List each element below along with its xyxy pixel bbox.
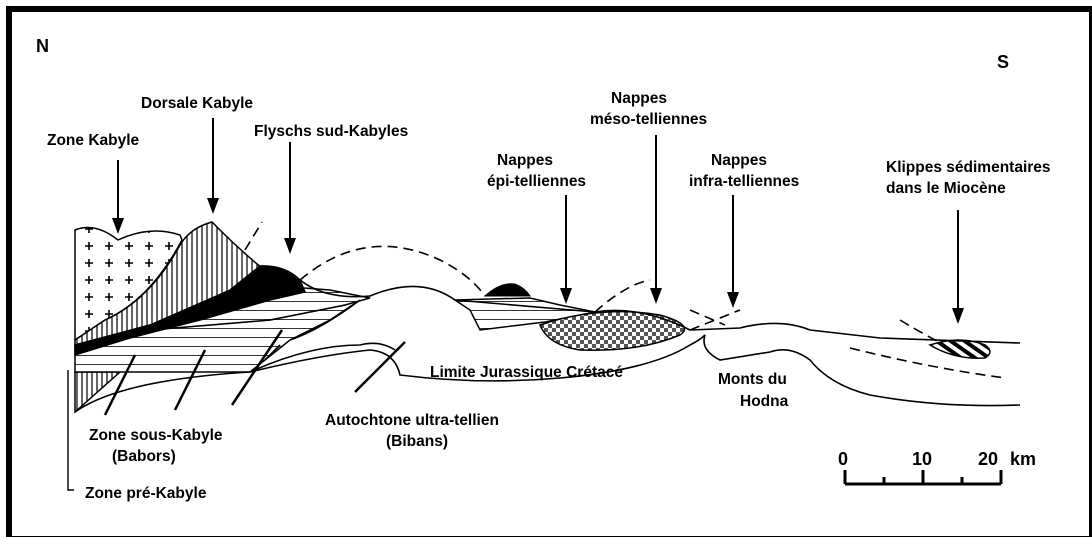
arrow-flyschs <box>284 142 296 254</box>
dashed-envelope-6 <box>900 320 945 345</box>
dashed-envelope-3 <box>595 280 650 312</box>
label-klippes-2: dans le Miocène <box>886 180 1006 197</box>
dashed-envelope-1 <box>245 222 262 250</box>
label-sous-kabyle-2: (Babors) <box>112 448 176 465</box>
label-klippes-1: Klippes sédimentaires <box>886 159 1051 176</box>
label-meso-telliennes-1: Nappes <box>611 90 667 107</box>
label-meso-telliennes-2: méso-telliennes <box>590 111 707 128</box>
label-infra-telliennes-1: Nappes <box>711 152 767 169</box>
arrow-klippes <box>952 210 964 324</box>
label-monts-hodna-1: Monts du <box>718 371 787 388</box>
arrow-infra-telliennes <box>727 195 739 308</box>
klippes-unit <box>930 340 990 358</box>
label-epi-telliennes-2: épi-telliennes <box>487 173 586 190</box>
label-autochtone-1: Autochtone ultra-tellien <box>325 412 499 429</box>
label-epi-telliennes-1: Nappes <box>497 152 553 169</box>
north-label: N <box>36 36 49 56</box>
pre-kabyle-bracket <box>68 370 74 490</box>
label-autochtone-2: (Bibans) <box>386 433 448 450</box>
scale-unit: km <box>1010 449 1036 469</box>
label-infra-telliennes-2: infra-telliennes <box>689 173 799 190</box>
arrow-dorsale-kabyle <box>207 118 219 214</box>
label-sous-kabyle-1: Zone sous-Kabyle <box>89 427 223 444</box>
label-pre-kabyle: Zone pré-Kabyle <box>85 485 207 502</box>
scale-bar: 0 10 20 km <box>838 449 1036 484</box>
scale-tick-20: 20 <box>978 449 998 469</box>
scale-tick-0: 0 <box>838 449 848 469</box>
label-dorsale-kabyle: Dorsale Kabyle <box>141 95 253 112</box>
arrow-epi-telliennes <box>560 195 572 304</box>
label-zone-kabyle: Zone Kabyle <box>47 132 140 149</box>
label-flyschs: Flyschs sud-Kabyles <box>254 123 408 140</box>
label-monts-hodna-2: Hodna <box>740 393 789 410</box>
small-black-klippe <box>485 284 530 296</box>
scale-tick-10: 10 <box>912 449 932 469</box>
zone-pre-kabyle-unit <box>75 372 120 412</box>
label-limite-jurassique-cretace: Limite Jurassique Crétacé <box>430 364 623 381</box>
arrow-zone-kabyle <box>112 160 124 234</box>
south-label: S <box>997 52 1009 72</box>
arrow-meso-telliennes <box>650 135 662 304</box>
